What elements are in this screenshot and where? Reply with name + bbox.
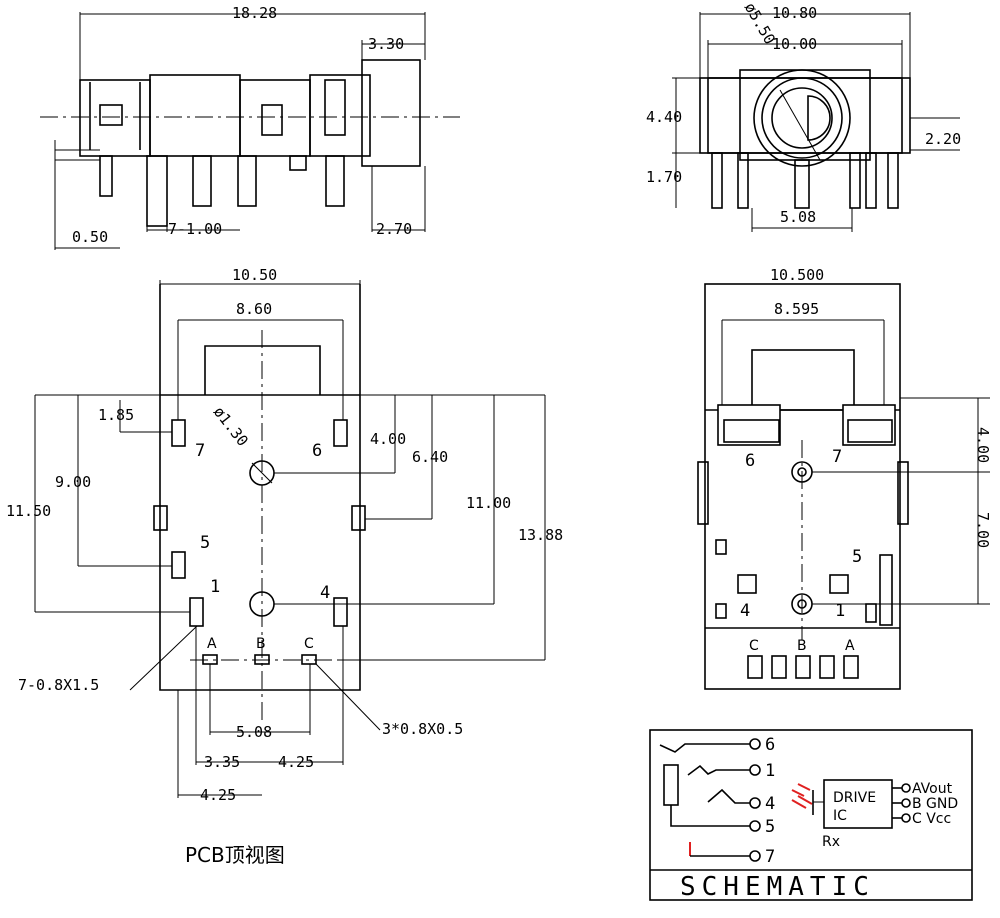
pcb-dim-bottom: 4.25	[200, 786, 236, 804]
dim-pin-len: 1.70	[646, 168, 682, 186]
schematic-title: SCHEMATIC	[680, 872, 875, 902]
bv-pin-6-label: 6	[745, 451, 755, 471]
bv-dim-7-00: 7.00	[974, 512, 992, 548]
bv-pin-b-label: B	[797, 638, 807, 654]
pin-4-slot	[333, 597, 348, 627]
sch-ic-line1: DRIVE	[833, 790, 876, 806]
pcb-dim-pad: 3*0.8X0.5	[382, 720, 463, 738]
bv-pin-5-label: 5	[852, 547, 862, 567]
dim-outer-width: 10.80	[772, 4, 817, 22]
pcb-dim-13-88: 13.88	[518, 526, 563, 544]
pcb-pin-6-label: 6	[312, 441, 322, 461]
bv-dim-4-00: 4.00	[974, 427, 992, 463]
pcb-pad-a-label: A	[207, 636, 217, 652]
pcb-dim-outer-width: 10.50	[232, 266, 277, 284]
sch-pin-6: 6	[765, 735, 775, 755]
pin-1-slot	[189, 597, 204, 627]
pcb-dim-6-40: 6.40	[412, 448, 448, 466]
sch-pin-5: 5	[765, 817, 775, 837]
sch-pin-7: 7	[765, 847, 775, 867]
pcb-dim-pitch: 5.08	[236, 723, 272, 741]
pcb-dim-11-00: 11.00	[466, 494, 511, 512]
dim-height: 4.40	[646, 108, 682, 126]
bv-pin-4-label: 4	[740, 601, 750, 621]
pin-5-slot	[171, 551, 186, 579]
sch-ic-line2: IC	[833, 808, 847, 824]
sch-out-c: C Vcc	[912, 811, 951, 827]
pcb-pad-b-label: B	[256, 636, 266, 652]
sch-out-a: AVout	[912, 781, 953, 797]
pin-7-slot	[171, 419, 186, 447]
bottom-view: 10.500 8.595 C B A 6	[697, 266, 992, 690]
pin-6-slot	[333, 419, 348, 447]
bv-pin-7-label: 7	[832, 447, 842, 467]
pcb-dim-left: 3.35	[204, 753, 240, 771]
dim-center-offset: 2.20	[925, 130, 961, 148]
bv-pin-c-label: C	[749, 638, 759, 654]
dim-pin-spec: 7-1.00	[168, 220, 222, 238]
sch-rx: Rx	[822, 834, 840, 850]
dim-pin-pitch: 5.08	[780, 208, 816, 226]
dim-front: 3.30	[368, 35, 404, 53]
pcb-pad-c-label: C	[304, 636, 314, 652]
pcb-caption: PCB顶视图	[185, 843, 285, 867]
pcb-dim-1-85: 1.85	[98, 406, 134, 424]
dim-inner-width: 10.00	[772, 35, 817, 53]
pcb-dim-9-00: 9.00	[55, 473, 91, 491]
pcb-pin-7-label: 7	[195, 441, 205, 461]
front-view: 10.80 ø5.50 10.00 4.40 1.70 2.20	[646, 0, 961, 232]
pcb-dim-right: 4.25	[278, 753, 314, 771]
sch-pin-1: 1	[765, 761, 775, 781]
drive-ic	[823, 779, 893, 829]
pcb-dim-hole: ø1.30	[210, 403, 252, 450]
sch-pin-4: 4	[765, 794, 775, 814]
pcb-pin-5-label: 5	[200, 533, 210, 553]
sch-out-b: B GND	[912, 796, 958, 812]
pcb-pin-4-label: 4	[320, 583, 330, 603]
bv-pin-a-label: A	[845, 638, 855, 654]
schematic: SCHEMATIC 6 1 4 5 7 DRIVE IC Rx	[649, 729, 973, 902]
side-view: 18.28 3.30 0.50 7-1.00	[40, 4, 460, 250]
pcb-dim-11-50: 11.50	[6, 502, 51, 520]
pcb-pin-1-label: 1	[210, 577, 220, 597]
bv-dim-inner-width: 8.595	[774, 300, 819, 318]
dim-total-length: 18.28	[232, 4, 277, 22]
dim-pin-offset: 0.50	[72, 228, 108, 246]
pcb-dim-inner-width: 8.60	[236, 300, 272, 318]
bv-pin-1-label: 1	[835, 601, 845, 621]
pcb-dim-slot: 7-0.8X1.5	[18, 676, 99, 694]
dim-rear: 2.70	[376, 220, 412, 238]
pcb-top-view: 10.50 8.60 7 6 5 1 4 A B C	[6, 266, 563, 867]
bv-dim-outer-width: 10.500	[770, 266, 824, 284]
pcb-dim-4-00: 4.00	[370, 430, 406, 448]
